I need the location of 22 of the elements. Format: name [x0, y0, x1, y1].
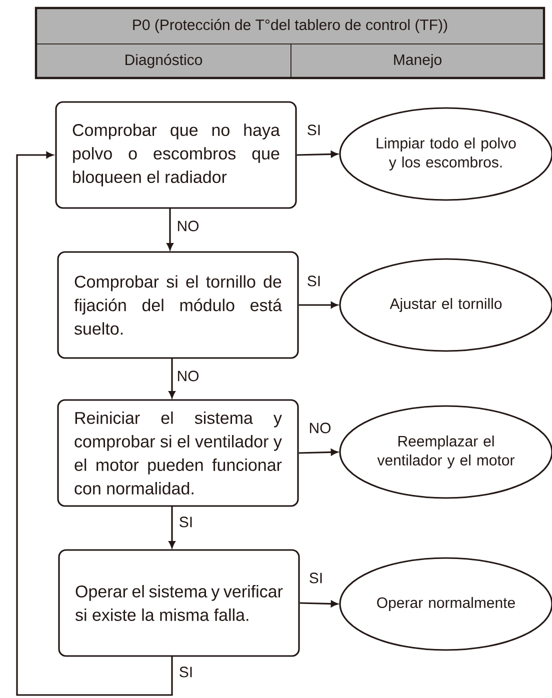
arrow [168, 506, 176, 548]
edge-label: NO [176, 370, 200, 382]
edge-label: SI [178, 666, 194, 678]
edge-label: SI [178, 516, 194, 528]
arrow [296, 150, 338, 158]
edge-label: SI [308, 572, 324, 584]
arrow [298, 302, 338, 308]
edge-label: SI [306, 274, 322, 288]
arrow [166, 208, 174, 250]
arrow [168, 358, 176, 398]
process-box: Reiniciar el sistema y comprobar si el ventilador y el motor pueden funcionar con normalidad. [57, 399, 299, 507]
edge-label: NO [308, 422, 332, 434]
arrow [16, 152, 173, 696]
process-box: Operar el sistema y verificar si existe la misma falla. [58, 549, 300, 657]
arrow [298, 448, 338, 456]
arrow [300, 600, 338, 608]
edge-label: SI [306, 124, 322, 136]
process-box: Comprobar que no haya polvo o escombros que bloqueen el radiador [55, 101, 297, 209]
header-cell: Diagnóstico [36, 44, 292, 78]
header-cell: Manejo [290, 44, 544, 78]
edge-label: NO [176, 220, 200, 232]
process-box: Comprobar si el tornillo de fijación del módulo está suelto. [57, 251, 299, 359]
